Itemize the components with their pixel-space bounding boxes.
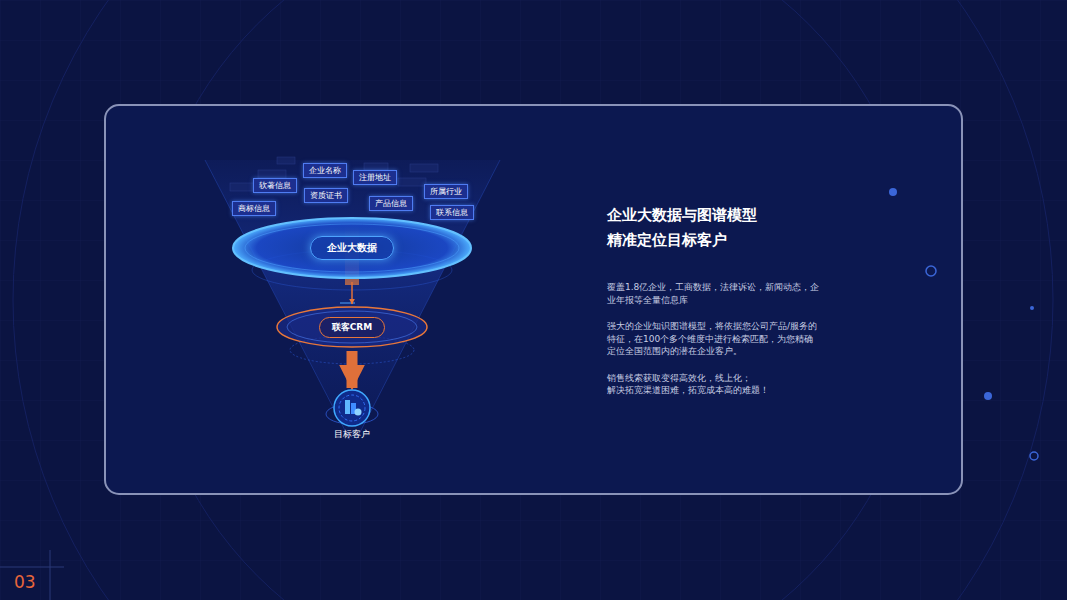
tag-text: 商标信息 [238, 203, 270, 214]
target-node: 目标客户 [334, 389, 370, 441]
info-tag: 企业名称 [303, 163, 347, 178]
node-text: 联客CRM [319, 317, 386, 338]
tag-text: 资质证书 [310, 190, 342, 201]
tag-text: 软著信息 [259, 180, 291, 191]
tag-text: 联系信息 [436, 207, 468, 218]
info-tag: 软著信息 [253, 178, 297, 193]
tag-text: 产品信息 [375, 198, 407, 209]
body-text: 销售线索获取变得高效化，线上化； [607, 372, 819, 385]
info-tag: 商标信息 [232, 201, 276, 216]
info-tag: 产品信息 [369, 196, 413, 211]
body-text: 强大的企业知识图谱模型，将依据您公司产品/服务的特征，在100个多个维度中进行检… [607, 320, 819, 358]
node-text: 企业大数据 [310, 236, 394, 260]
heading: 企业大数据与图谱模型 精准定位目标客户 [607, 203, 763, 253]
body-text: 解决拓宽渠道困难，拓宽成本高的难题！ [607, 384, 819, 397]
tag-text: 注册地址 [359, 172, 391, 183]
tag-text: 所属行业 [430, 186, 462, 197]
info-tag: 资质证书 [304, 188, 348, 203]
node-text: 目标客户 [334, 389, 370, 441]
tag-text: 企业名称 [309, 165, 341, 176]
body-text: 覆盖1.8亿企业，工商数据，法律诉讼，新闻动态，企业年报等全量信息库 [607, 281, 819, 306]
info-tag: 所属行业 [424, 184, 468, 199]
info-tag: 注册地址 [353, 170, 397, 185]
crm-ellipse: 联客CRM [275, 305, 429, 349]
info-tag: 联系信息 [430, 205, 474, 220]
target-icon [332, 389, 372, 427]
page-number: 03 [14, 572, 36, 592]
flow-arrow [347, 351, 358, 388]
data-ellipse: 企业大数据 [231, 216, 473, 280]
thin-arrow [351, 282, 353, 304]
